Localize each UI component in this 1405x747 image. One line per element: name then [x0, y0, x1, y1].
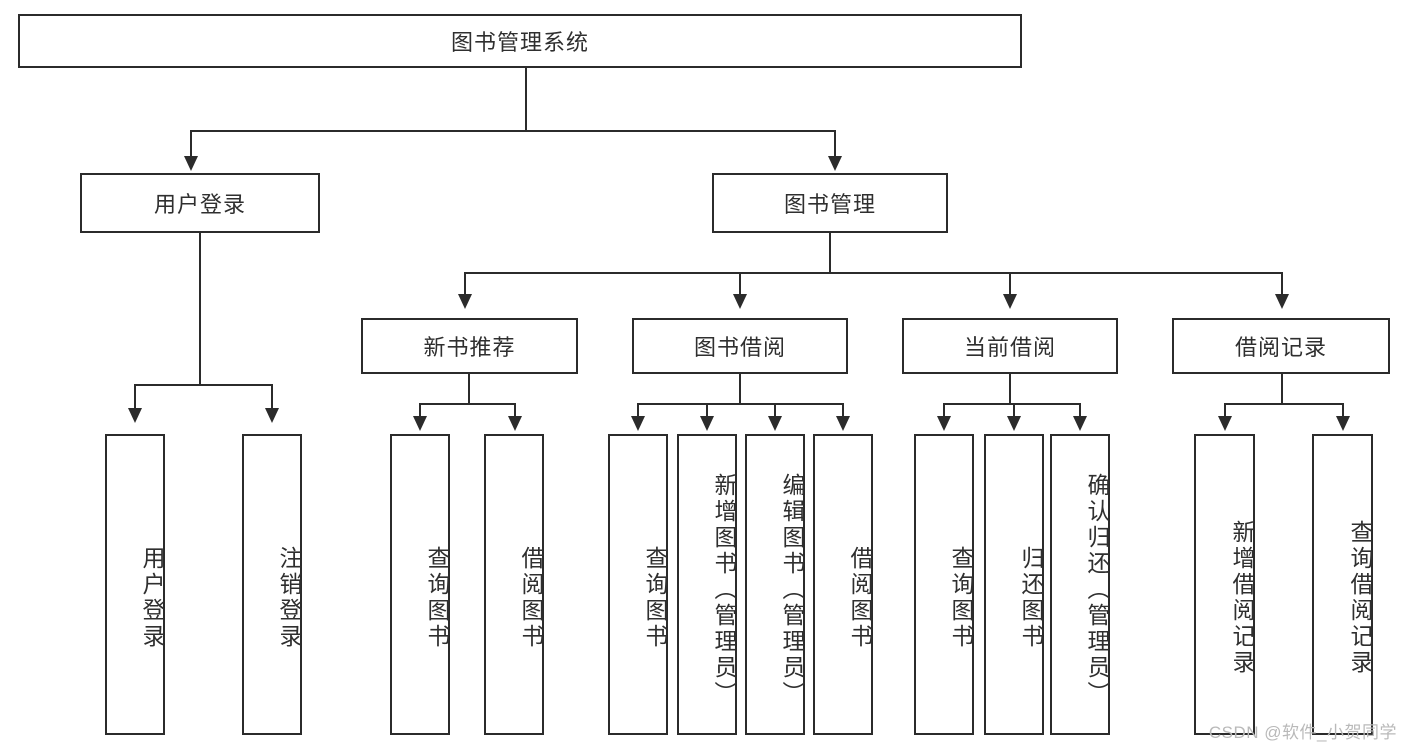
node-borrow-record[interactable]: 借阅记录 — [1172, 318, 1390, 374]
connector-new-book-recommend-bus — [419, 403, 516, 405]
node-label: 用户登录 — [139, 545, 165, 650]
connector-new-book-leaf-2 — [514, 403, 516, 418]
node-label: 查询图书 — [424, 545, 450, 650]
connector-to-new-book-recommend — [464, 272, 466, 296]
arrowhead-current-borrow-leaf-2 — [1007, 416, 1021, 431]
connector-user-login-to-leaf-2 — [271, 384, 273, 410]
connector-book-borrow-leaf-2 — [706, 403, 708, 418]
arrowhead-current-borrow-leaf-3 — [1073, 416, 1087, 431]
arrowhead-book-borrow-leaf-3 — [768, 416, 782, 431]
arrowhead-borrow-record — [1275, 294, 1289, 309]
connector-level3-bus — [464, 272, 1281, 274]
connector-current-borrow-leaf-3 — [1079, 403, 1081, 418]
connector-new-book-recommend-stem — [468, 374, 470, 403]
node-book-borrow[interactable]: 图书借阅 — [632, 318, 848, 374]
node-label: 新增借阅记录 — [1229, 519, 1255, 676]
node-label: 注销登录 — [276, 545, 302, 650]
arrowhead-book-management — [828, 156, 842, 171]
node-new-book-recommend[interactable]: 新书推荐 — [361, 318, 578, 374]
arrowhead-book-borrow-leaf-4 — [836, 416, 850, 431]
arrowhead-new-book-leaf-1 — [413, 416, 427, 431]
node-user-login[interactable]: 用户登录 — [80, 173, 320, 233]
leaf-user-login-login[interactable]: 用户登录 — [105, 434, 165, 735]
node-label: 借阅记录 — [1234, 335, 1327, 360]
connector-book-management-stem — [829, 233, 831, 272]
connector-borrow-record-leaf-1 — [1224, 403, 1226, 418]
leaf-book-borrow-edit-book[interactable]: 编辑图书（管理员） — [745, 434, 805, 735]
node-label: 新书推荐 — [423, 335, 516, 360]
leaf-current-borrow-return-book[interactable]: 归还图书 — [984, 434, 1044, 735]
connector-current-borrow-bus — [943, 403, 1080, 405]
arrowhead-book-borrow — [733, 294, 747, 309]
connector-root-stem — [525, 68, 527, 130]
connector-root-to-book-management — [834, 130, 836, 158]
arrowhead-current-borrow — [1003, 294, 1017, 309]
node-current-borrow[interactable]: 当前借阅 — [902, 318, 1118, 374]
connector-borrow-record-leaf-2 — [1342, 403, 1344, 418]
arrowhead-borrow-record-leaf-2 — [1336, 416, 1350, 431]
leaf-borrow-record-query-record[interactable]: 查询借阅记录 — [1312, 434, 1373, 735]
arrowhead-book-borrow-leaf-1 — [631, 416, 645, 431]
arrowhead-user-login — [184, 156, 198, 171]
connector-to-book-borrow — [739, 272, 741, 296]
arrowhead-new-book-leaf-2 — [508, 416, 522, 431]
watermark-text: CSDN @软件_小贺同学 — [1208, 723, 1397, 742]
connector-to-current-borrow — [1009, 272, 1011, 296]
arrowhead-current-borrow-leaf-1 — [937, 416, 951, 431]
connector-root-to-user-login — [190, 130, 192, 158]
connector-current-borrow-leaf-2 — [1013, 403, 1015, 418]
arrowhead-borrow-record-leaf-1 — [1218, 416, 1232, 431]
connector-book-borrow-leaf-4 — [842, 403, 844, 418]
connector-root-bus — [190, 130, 836, 132]
node-label: 用户登录 — [153, 192, 246, 217]
connector-book-borrow-stem — [739, 374, 741, 403]
node-label: 查询图书 — [948, 545, 974, 650]
node-root-book-management-system[interactable]: 图书管理系统 — [18, 14, 1022, 68]
connector-user-login-stem — [199, 233, 201, 384]
arrowhead-user-login-leaf-1 — [128, 408, 142, 423]
node-label: 图书管理系统 — [450, 30, 589, 55]
leaf-book-borrow-add-book[interactable]: 新增图书（管理员） — [677, 434, 737, 735]
leaf-book-borrow-borrow-book[interactable]: 借阅图书 — [813, 434, 873, 735]
connector-current-borrow-leaf-1 — [943, 403, 945, 418]
arrowhead-book-borrow-leaf-2 — [700, 416, 714, 431]
leaf-new-book-borrow-book[interactable]: 借阅图书 — [484, 434, 544, 735]
connector-user-login-to-leaf-1 — [134, 384, 136, 410]
node-label: 查询图书 — [642, 545, 668, 650]
node-label: 编辑图书（管理员） — [779, 472, 805, 707]
leaf-current-borrow-confirm-return[interactable]: 确认归还（管理员） — [1050, 434, 1110, 735]
node-label: 图书借阅 — [693, 335, 786, 360]
leaf-new-book-query-book[interactable]: 查询图书 — [390, 434, 450, 735]
connector-book-borrow-bus — [637, 403, 844, 405]
node-book-management[interactable]: 图书管理 — [712, 173, 948, 233]
node-label: 查询借阅记录 — [1347, 519, 1373, 676]
connector-borrow-record-stem — [1281, 374, 1283, 403]
connector-user-login-bus — [134, 384, 271, 386]
node-label: 当前借阅 — [963, 335, 1056, 360]
leaf-current-borrow-query-book[interactable]: 查询图书 — [914, 434, 974, 735]
leaf-borrow-record-add-record[interactable]: 新增借阅记录 — [1194, 434, 1255, 735]
connector-current-borrow-stem — [1009, 374, 1011, 403]
leaf-user-login-logout[interactable]: 注销登录 — [242, 434, 302, 735]
node-label: 确认归还（管理员） — [1084, 472, 1110, 707]
connector-book-borrow-leaf-1 — [637, 403, 639, 418]
node-label: 借阅图书 — [518, 545, 544, 650]
node-label: 新增图书（管理员） — [711, 472, 737, 707]
node-label: 图书管理 — [783, 192, 876, 217]
leaf-book-borrow-query-book[interactable]: 查询图书 — [608, 434, 668, 735]
node-label: 归还图书 — [1018, 545, 1044, 650]
connector-borrow-record-bus — [1224, 403, 1343, 405]
connector-new-book-leaf-1 — [419, 403, 421, 418]
arrowhead-new-book-recommend — [458, 294, 472, 309]
arrowhead-user-login-leaf-2 — [265, 408, 279, 423]
connector-to-borrow-record — [1281, 272, 1283, 296]
node-label: 借阅图书 — [847, 545, 873, 650]
connector-book-borrow-leaf-3 — [774, 403, 776, 418]
